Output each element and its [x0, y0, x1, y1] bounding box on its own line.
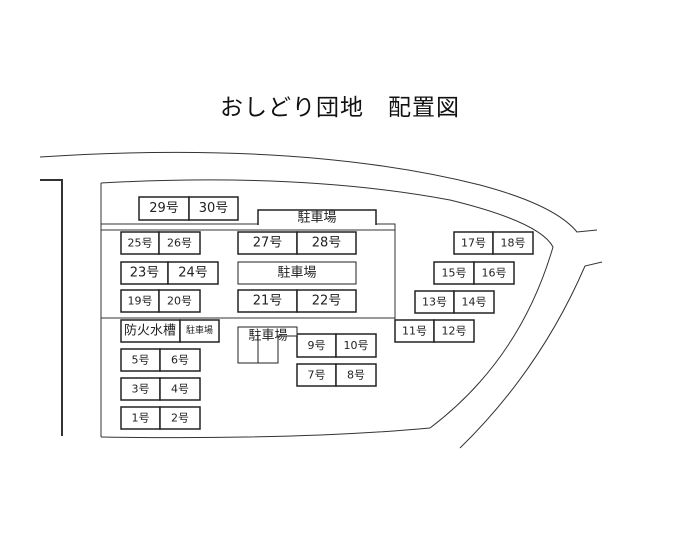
unit-28: 28号 — [296, 231, 357, 255]
unit-label: 23号 — [130, 266, 160, 281]
unit-box — [453, 290, 495, 314]
unit-11: 11号 — [394, 319, 435, 343]
unit-9: 9号 — [296, 333, 337, 358]
unit-25: 25号 — [120, 231, 160, 255]
unit-box — [158, 231, 201, 255]
unit-label: 9号 — [308, 339, 326, 352]
unit-label: 4号 — [171, 383, 189, 396]
unit-27: 27号 — [237, 231, 298, 255]
parking-top: 駐車場 — [257, 209, 377, 226]
unit-label: 7号 — [308, 369, 326, 382]
unit-29: 29号 — [138, 196, 190, 221]
unit-22: 22号 — [296, 289, 357, 313]
unit-box — [159, 348, 201, 372]
unit-3: 3号 — [120, 377, 161, 401]
unit-label: 21号 — [253, 294, 283, 309]
unit-label: 5号 — [132, 354, 150, 367]
unit-label: 11号 — [402, 325, 427, 338]
unit-label: 20号 — [167, 295, 192, 308]
unit-box — [296, 231, 357, 255]
unit-label: 15号 — [442, 267, 467, 280]
unit-6: 6号 — [159, 348, 201, 372]
unit-label: 17号 — [461, 237, 486, 250]
unit-label: 6号 — [171, 354, 189, 367]
unit-4: 4号 — [159, 377, 201, 401]
unit-24: 24号 — [167, 261, 219, 285]
unit-label: 19号 — [128, 295, 153, 308]
unit-label: 22号 — [312, 294, 342, 309]
fire-cistern: 防火水槽 — [120, 319, 181, 343]
unit-14: 14号 — [453, 290, 495, 314]
unit-box — [158, 289, 201, 313]
unit-label: 25号 — [128, 237, 153, 250]
unit-26: 26号 — [158, 231, 201, 255]
unit-box — [159, 377, 201, 401]
road-bottom-edge — [100, 427, 431, 439]
unit-label: 8号 — [347, 369, 365, 382]
unit-box — [188, 196, 239, 221]
unit-20: 20号 — [158, 289, 201, 313]
unit-21: 21号 — [237, 289, 298, 313]
unit-box — [433, 319, 475, 343]
unit-label: 27号 — [253, 236, 283, 251]
unit-7: 7号 — [296, 363, 337, 387]
unit-23: 23号 — [120, 261, 169, 285]
block-boundary — [100, 183, 396, 437]
unit-12: 12号 — [433, 319, 475, 343]
unit-box — [335, 363, 377, 387]
unit-1: 1号 — [120, 406, 161, 430]
unit-label: 12号 — [442, 325, 467, 338]
fire-cistern-label: 防火水槽 — [124, 323, 176, 339]
parking-label: 駐車場 — [248, 329, 287, 344]
unit-box — [492, 231, 534, 255]
unit-label: 24号 — [178, 266, 208, 281]
unit-label: 1号 — [132, 412, 150, 425]
unit-label: 26号 — [167, 237, 192, 250]
unit-10: 10号 — [335, 333, 377, 358]
road-inner-edge — [100, 179, 554, 429]
unit-label: 29号 — [149, 201, 179, 216]
unit-8: 8号 — [335, 363, 377, 387]
parking-middle: 駐車場 — [237, 261, 357, 285]
unit-box — [335, 333, 377, 358]
unit-label: 14号 — [462, 296, 487, 309]
unit-label: 3号 — [132, 383, 150, 396]
parking-small: 駐車場 — [179, 319, 220, 343]
unit-box — [296, 289, 357, 313]
unit-label: 13号 — [422, 296, 447, 309]
unit-label: 16号 — [482, 267, 507, 280]
parking-label: 駐車場 — [277, 266, 316, 281]
unit-15: 15号 — [433, 261, 475, 285]
unit-label: 28号 — [312, 236, 342, 251]
unit-box — [159, 406, 201, 430]
parking-label: 駐車場 — [186, 324, 213, 336]
unit-label: 18号 — [501, 237, 526, 250]
unit-16: 16号 — [473, 261, 515, 285]
unit-5: 5号 — [120, 348, 161, 372]
site-left-boundary — [40, 179, 63, 436]
unit-label: 10号 — [344, 339, 369, 352]
road-right-edge — [459, 261, 603, 449]
unit-18: 18号 — [492, 231, 534, 255]
unit-19: 19号 — [120, 289, 160, 313]
unit-30: 30号 — [188, 196, 239, 221]
unit-2: 2号 — [159, 406, 201, 430]
unit-label: 2号 — [171, 412, 189, 425]
unit-17: 17号 — [453, 231, 494, 255]
unit-label: 30号 — [199, 201, 229, 216]
page-title: おしどり団地 配置図 — [220, 95, 460, 121]
unit-box — [167, 261, 219, 285]
unit-13: 13号 — [414, 290, 455, 314]
parking-label: 駐車場 — [297, 211, 336, 226]
parking-l-shaped: 駐車場 — [237, 326, 298, 364]
road-outer-edge — [39, 151, 598, 233]
unit-box — [473, 261, 515, 285]
